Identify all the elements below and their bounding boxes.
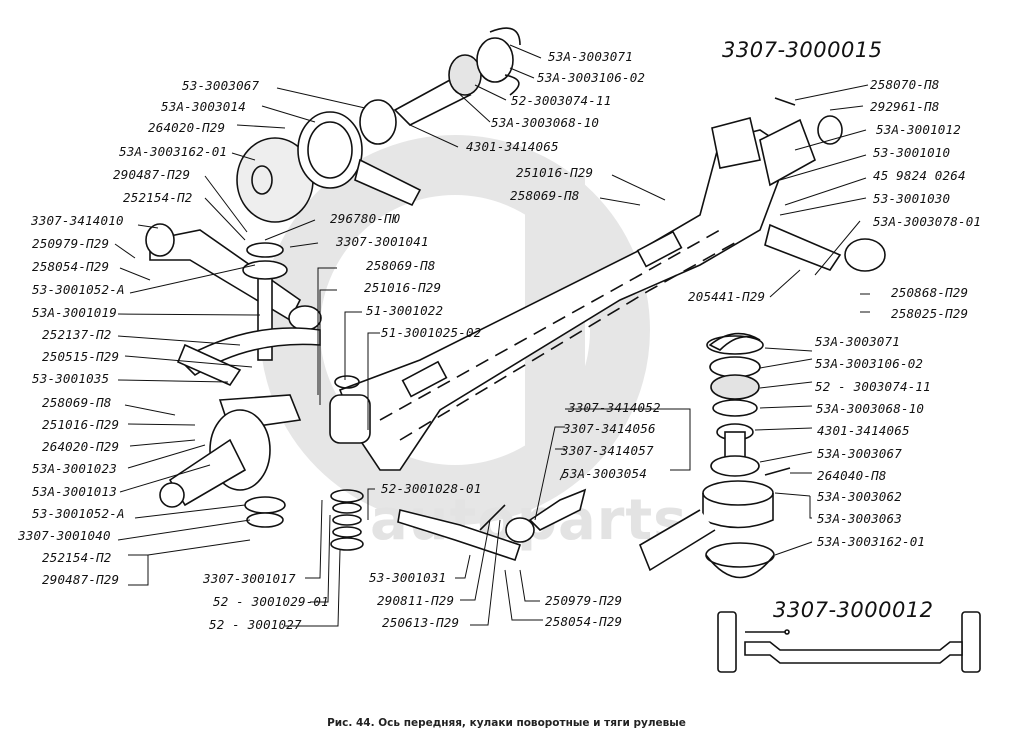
part-label[interactable]: 53А-3003054: [562, 466, 647, 481]
part-label[interactable]: 52-3003074-11: [511, 93, 612, 108]
part-label[interactable]: 258070-П8: [870, 77, 940, 92]
shim-stack: [330, 375, 364, 551]
part-label[interactable]: 290487-П29: [42, 572, 120, 587]
part-label[interactable]: 252154-П2: [42, 550, 112, 565]
part-label[interactable]: 53А-3003071: [815, 334, 900, 349]
part-label[interactable]: 3307-3414010: [31, 213, 124, 228]
part-label[interactable]: 250515-П29: [42, 349, 120, 364]
tie-rod-end-lower: [397, 488, 587, 562]
part-label[interactable]: 292961-П8: [870, 99, 940, 114]
part-label[interactable]: 3307-3001017: [203, 571, 296, 586]
part-label[interactable]: 258054-П29: [545, 614, 623, 629]
part-label[interactable]: 3307-3414057: [561, 443, 654, 458]
steering-arm-left: [145, 223, 322, 387]
part-label[interactable]: 3307-3001040: [18, 528, 111, 543]
part-label[interactable]: 53А-3003063: [817, 511, 902, 526]
part-label[interactable]: 53А-3003068-10: [816, 401, 925, 416]
part-label[interactable]: 250979-П29: [32, 236, 110, 251]
part-label[interactable]: 53-3001010: [873, 145, 951, 160]
steering-knuckle-right: [711, 97, 886, 272]
tie-rod-end-upper: [236, 27, 521, 223]
part-label[interactable]: 51-3001025-02: [381, 325, 482, 340]
axle-thumbnail: [717, 611, 981, 673]
part-label[interactable]: 53А-3003078-01: [873, 214, 982, 229]
part-label[interactable]: 264020-П29: [42, 439, 120, 454]
part-label[interactable]: 53А-3003162-01: [119, 144, 228, 159]
part-label[interactable]: 251016-П29: [42, 417, 120, 432]
part-label[interactable]: 53А-3001023: [32, 461, 117, 476]
part-label[interactable]: 53А-3001019: [32, 305, 117, 320]
part-label[interactable]: 251016-П29: [516, 165, 594, 180]
part-label[interactable]: 250979-П29: [545, 593, 623, 608]
part-label[interactable]: 53-3001052-А: [32, 282, 125, 297]
part-label[interactable]: 258069-П8: [366, 258, 436, 273]
part-label[interactable]: 53-3001031: [369, 570, 447, 585]
part-label[interactable]: 258025-П29: [891, 306, 969, 321]
part-label[interactable]: 53-3001030: [873, 191, 951, 206]
part-label[interactable]: 264040-П8: [817, 468, 887, 483]
part-label[interactable]: 252137-П2: [42, 327, 112, 342]
part-label[interactable]: 53-3003067: [182, 78, 260, 93]
part-label[interactable]: 264020-П29: [148, 120, 226, 135]
steering-knuckle-left: [159, 394, 302, 528]
part-label[interactable]: 53А-3001012: [876, 122, 961, 137]
part-label[interactable]: 53А-3001013: [32, 484, 117, 499]
part-label[interactable]: 53А-3003106-02: [537, 70, 646, 85]
part-label[interactable]: 53А-3003162-01: [817, 534, 926, 549]
assembly-title-axle: 3307-3000012: [773, 598, 934, 622]
part-label[interactable]: 53-3001052-А: [32, 506, 125, 521]
part-label[interactable]: 4301-3414065: [466, 139, 559, 154]
part-label[interactable]: 52 - 3001027: [209, 617, 302, 632]
part-label[interactable]: 250613-П29: [382, 615, 460, 630]
part-label[interactable]: 52-3001028-01: [381, 481, 482, 496]
part-label[interactable]: 53А-3003067: [817, 446, 902, 461]
part-label[interactable]: 290811-П29: [377, 593, 455, 608]
ball-joint-stack: [639, 332, 791, 579]
part-label[interactable]: 290487-П29: [113, 167, 191, 182]
part-label[interactable]: 296780-ПЮ: [330, 211, 400, 226]
part-label[interactable]: 258069-П8: [510, 188, 580, 203]
part-label[interactable]: 258069-П8: [42, 395, 112, 410]
part-label[interactable]: 3307-3001041: [336, 234, 429, 249]
part-label[interactable]: 51-3001022: [366, 303, 444, 318]
part-label[interactable]: 53А-3003062: [817, 489, 902, 504]
part-label[interactable]: 53А-3003014: [161, 99, 246, 114]
part-label[interactable]: 250868-П29: [891, 285, 969, 300]
part-label[interactable]: 205441-П29: [688, 289, 766, 304]
assembly-title-main: 3307-3000015: [722, 38, 883, 62]
part-label[interactable]: 3307-3414056: [563, 421, 656, 436]
part-label[interactable]: 53А-3003071: [548, 49, 633, 64]
part-label[interactable]: 3307-3414052: [568, 400, 661, 415]
part-label[interactable]: 252154-П2: [123, 190, 193, 205]
axle-beam: [329, 129, 791, 471]
part-label[interactable]: 53-3001035: [32, 371, 110, 386]
part-label[interactable]: 45 9824 0264: [873, 168, 966, 183]
part-label[interactable]: 258054-П29: [32, 259, 110, 274]
leader-lines: [114, 44, 870, 627]
figure-caption: Рис. 44. Ось передняя, кулаки поворотные…: [327, 717, 686, 729]
part-label[interactable]: 251016-П29: [364, 280, 442, 295]
part-label[interactable]: 53А-3003068-10: [491, 115, 600, 130]
part-label[interactable]: 4301-3414065: [817, 423, 910, 438]
part-label[interactable]: 52 - 3003074-11: [815, 379, 931, 394]
part-label[interactable]: 52 - 3001029-01: [213, 594, 329, 609]
part-label[interactable]: 53А-3003106-02: [815, 356, 924, 371]
